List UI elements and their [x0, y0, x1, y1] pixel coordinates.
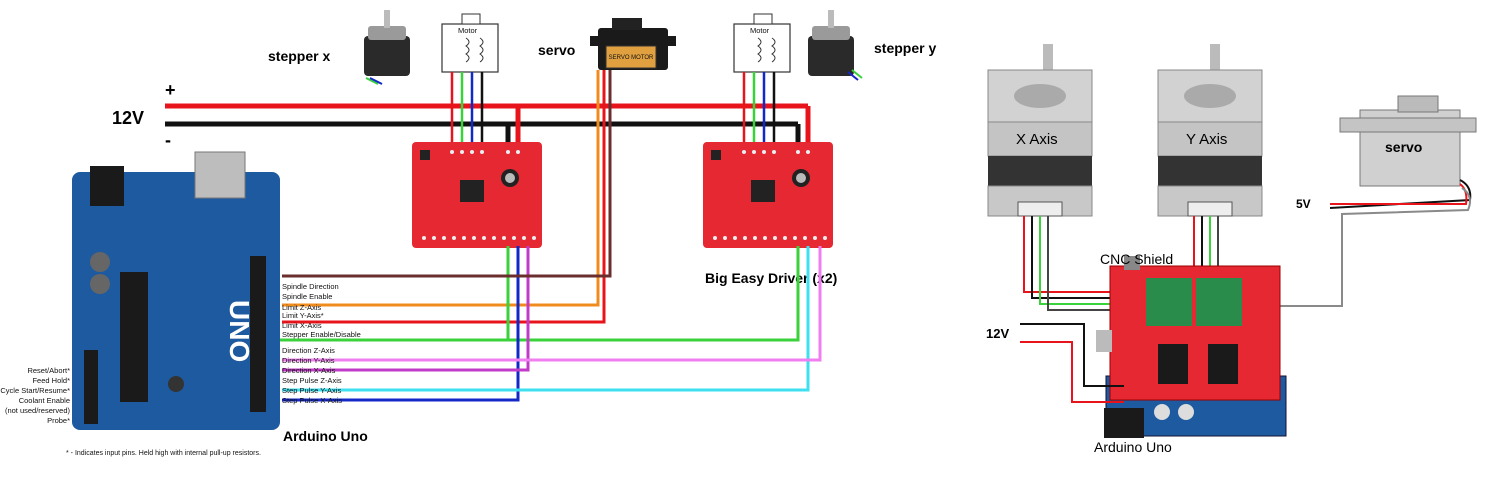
servo-label-left: servo: [538, 42, 575, 58]
cnc-shield-label: CNC Shield: [1100, 251, 1173, 267]
motor-box-y-label: Motor: [750, 26, 770, 35]
analog-label: Feed Hold*: [32, 376, 70, 385]
twelve-v-label: 12V: [986, 326, 1009, 341]
arduino-logo-text: UNO: [224, 300, 255, 362]
servo-label-right: servo: [1385, 139, 1422, 155]
right-servo-wires: [1280, 179, 1472, 307]
pin-label: Direction X-Axis: [282, 366, 336, 375]
stepper-x-motor: [364, 10, 410, 85]
analog-label: Coolant Enable: [19, 396, 70, 405]
digital-pin-labels: Spindle Direction Spindle Enable Limit Z…: [282, 282, 361, 405]
pin-label: Spindle Enable: [282, 292, 332, 301]
analog-pin-labels: Reset/Abort* Feed Hold* Cycle Start/Resu…: [0, 366, 70, 425]
footnote: * - Indicates input pins. Held high with…: [66, 450, 261, 457]
x-axis-label: X Axis: [1016, 131, 1058, 148]
motor-wires-y: [742, 72, 776, 150]
arduino-label-right: Arduino Uno: [1094, 439, 1172, 455]
servo-wires: [282, 70, 612, 324]
pin-label: Spindle Direction: [282, 282, 339, 291]
pin-label: Limit X-Axis: [282, 321, 322, 330]
y-axis-label: Y Axis: [1186, 131, 1227, 148]
pin-label: Direction Y-Axis: [282, 356, 335, 365]
pin-label: Step Pulse Z-Axis: [282, 376, 342, 385]
minus-sign: -: [165, 130, 171, 150]
pin-label: Direction Z-Axis: [282, 346, 335, 355]
motor-box-x-label: Motor: [458, 26, 478, 35]
big-easy-driver-2: [703, 142, 833, 248]
cnc-shield: [1096, 256, 1281, 401]
arduino-label-left: Arduino Uno: [283, 428, 368, 444]
analog-label: Cycle Start/Resume*: [0, 386, 70, 395]
analog-label: Probe*: [47, 416, 70, 425]
big-easy-driver-1: [412, 142, 542, 248]
twelve-v-wires: [1020, 323, 1124, 403]
x-axis-stepper: [987, 44, 1093, 217]
analog-label: Reset/Abort*: [27, 366, 70, 375]
servo-chip-text: SERVO MOTOR: [609, 55, 654, 61]
plus-sign: +: [165, 80, 176, 100]
pin-label: Stepper Enable/Disable: [282, 330, 361, 339]
arduino-uno-board: UNO: [72, 151, 280, 430]
analog-label: (not used/reserved): [5, 406, 71, 415]
stepper-y-motor: [808, 10, 863, 81]
five-v-label: 5V: [1296, 197, 1311, 211]
pin-label: Limit Z-Axis: [282, 303, 321, 312]
stepper-y-label: stepper y: [874, 40, 936, 56]
motor-wires-x: [450, 72, 484, 150]
pin-label: Limit Y-Axis*: [282, 311, 324, 320]
motor-box-x: Motor: [441, 13, 499, 73]
stepper-x-label: stepper x: [268, 48, 330, 64]
supply-voltage-label: 12V: [112, 108, 144, 128]
driver-label: Big Easy Driver (x2): [705, 270, 837, 286]
y-axis-stepper: [1157, 44, 1263, 217]
motor-box-y: Motor: [733, 13, 791, 73]
servo-motor: SERVO MOTOR: [590, 18, 676, 70]
right-servo: [1339, 95, 1477, 187]
signal-wires: [80, 124, 822, 402]
pin-label: Step Pulse Y-Axis: [282, 386, 341, 395]
pin-label: Step Pulse X-Axis: [282, 396, 342, 405]
